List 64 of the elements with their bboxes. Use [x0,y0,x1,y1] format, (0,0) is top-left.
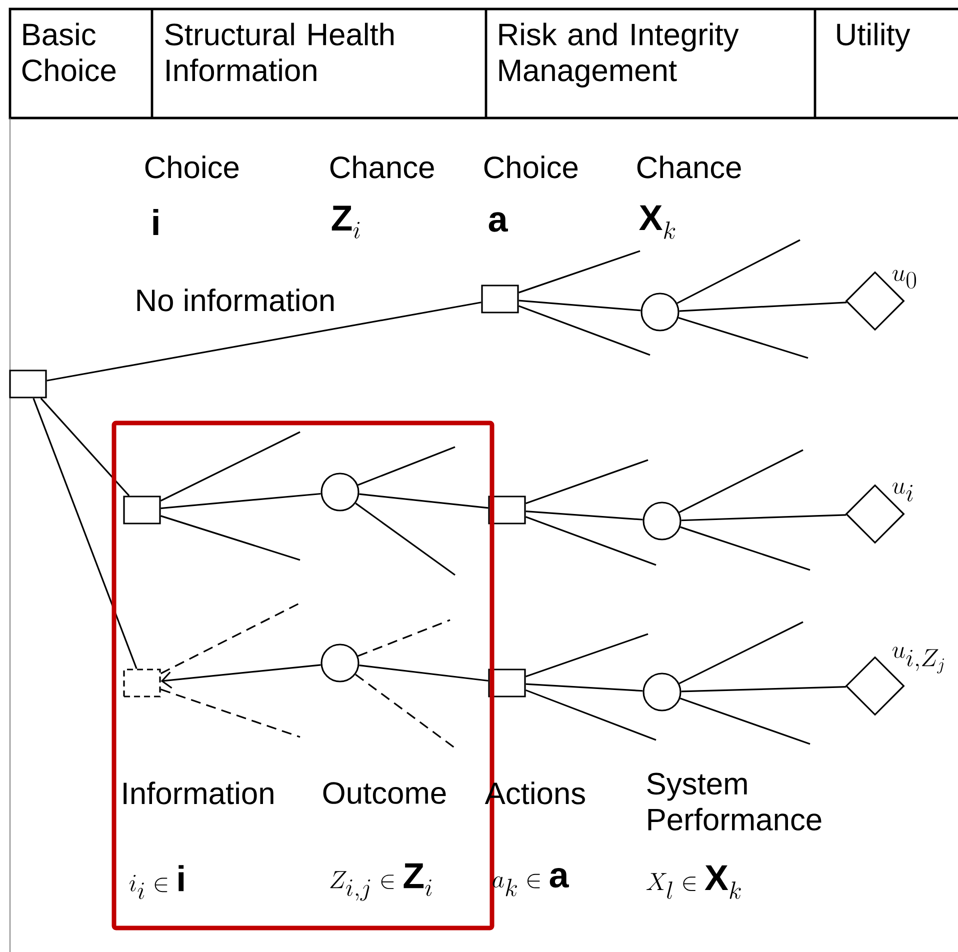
branch-line [526,516,656,566]
variable-symbol: $\mathbf{a}$ [488,212,508,232]
branch-line [680,526,810,571]
branch-line [680,698,810,745]
variable-symbol: $\mathbf{X}_k$ [639,205,676,239]
branch-line [355,674,456,749]
branch-line [160,602,300,674]
utility-symbol: $u_0$ [892,270,916,289]
branch-line [518,305,650,356]
column-heading: Chance [637,156,741,178]
set-formula: $i_i \in \mathbf{i}$ [129,865,184,900]
decision-box [123,496,161,524]
branch-line [32,398,138,669]
branch-line [678,449,804,514]
header-cell: Basic Choice [22,22,116,82]
branch-line [160,688,300,738]
decision-box [9,370,47,398]
column-heading: Chance [330,156,434,178]
branch-line [526,633,648,678]
column-caption: System Performance [647,772,822,831]
chance-circle [320,644,360,682]
branch-line [358,446,456,486]
branch-line [160,492,321,510]
branch-line [160,664,321,689]
column-caption: Information [124,782,274,804]
branch-line [676,239,800,304]
branch-line [160,431,300,502]
branch-line [679,302,847,312]
branch-line [518,300,641,312]
decision-box [123,668,161,698]
column-heading: Choice [145,156,239,178]
branch-line [160,515,300,561]
branch-line [526,510,643,520]
chance-circle [640,292,680,332]
set-formula: $Z_{i,j} \in \mathbf{Z}_i$ [330,863,432,901]
chance-circle [642,672,682,712]
branch-line [355,502,456,576]
header-cell: Risk and Integrity Management [499,22,739,88]
column-caption: Outcome [323,782,446,804]
branch-line [681,514,846,522]
utility-symbol: $u_{i,Z_j}$ [892,646,944,674]
branch-line [40,398,130,496]
branch-line [359,493,488,509]
edge-label: No information [137,288,334,312]
variable-symbol: $\mathbf{i}$ [153,209,158,235]
header-cell: Structural Health Information [165,22,394,82]
branch-line [526,459,648,504]
branch-line [358,619,450,657]
branch-line [46,302,482,382]
column-heading: Choice [484,156,578,178]
set-formula: $X_l \in \mathbf{X}_k$ [646,865,741,899]
chance-circle [642,502,682,540]
header-cell: Utility [837,22,910,52]
branch-line [678,621,804,684]
branch-line [526,689,656,741]
decision-box [481,284,519,314]
utility-symbol: $u_i$ [892,482,913,502]
branch-line [518,250,640,294]
branch-line [681,686,846,692]
branch-line [359,664,488,682]
chance-circle [320,472,360,512]
branch-line [678,316,808,359]
branch-line [526,683,643,692]
variable-symbol: $\mathbf{Z}_i$ [332,206,360,238]
